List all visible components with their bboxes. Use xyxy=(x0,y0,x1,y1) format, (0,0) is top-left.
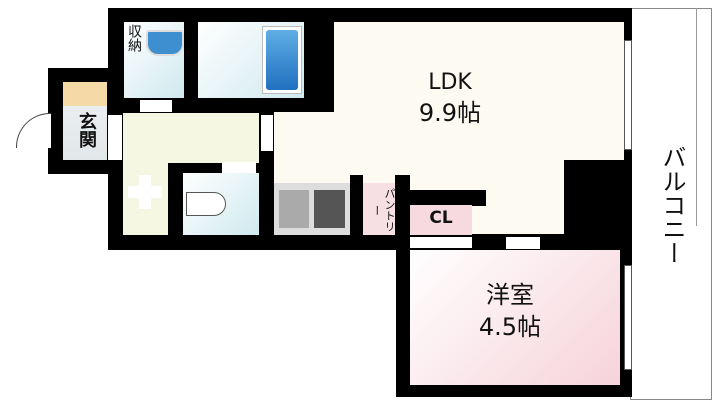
closet-door[interactable] xyxy=(410,237,472,248)
pantry-label: パントリー xyxy=(370,188,395,232)
hallway xyxy=(123,113,259,163)
window-ldk xyxy=(624,40,632,150)
door-ldk[interactable] xyxy=(261,115,273,151)
closet-wall xyxy=(398,190,486,206)
balcony-label: バルコニー xyxy=(658,145,686,265)
western-room xyxy=(410,250,620,385)
pantry xyxy=(363,183,395,235)
entrance-tile xyxy=(63,82,107,106)
western-size: 4.5帖 xyxy=(478,313,542,341)
western-door[interactable] xyxy=(506,237,540,249)
pantry-wall xyxy=(350,175,363,237)
door-washroom[interactable] xyxy=(140,100,172,112)
closet xyxy=(410,205,472,235)
sink-icon xyxy=(146,30,184,56)
balcony xyxy=(630,8,712,400)
western-label: 洋室 xyxy=(486,281,534,309)
pantry-wall-right xyxy=(395,175,410,237)
toilet-icon xyxy=(186,192,226,216)
sink-basin xyxy=(279,190,309,228)
ldk-wall-notch xyxy=(308,22,334,68)
entrance-door[interactable] xyxy=(16,113,51,148)
ldk-right-wall xyxy=(564,160,630,250)
storage-label: 収納 xyxy=(126,24,142,52)
ldk-size: 9.9帖 xyxy=(418,99,482,127)
door-toilet[interactable] xyxy=(222,162,256,173)
balcony-inner-line xyxy=(630,8,697,226)
window-western xyxy=(624,265,632,370)
door-entrance-inner[interactable] xyxy=(108,115,122,160)
closet-label: CL xyxy=(429,208,453,228)
stove-icon xyxy=(314,190,345,228)
washer-icon xyxy=(128,175,162,209)
ldk-label: LDK xyxy=(428,70,472,95)
bathtub-water xyxy=(266,30,298,90)
entrance-label: 玄関 xyxy=(76,112,97,148)
